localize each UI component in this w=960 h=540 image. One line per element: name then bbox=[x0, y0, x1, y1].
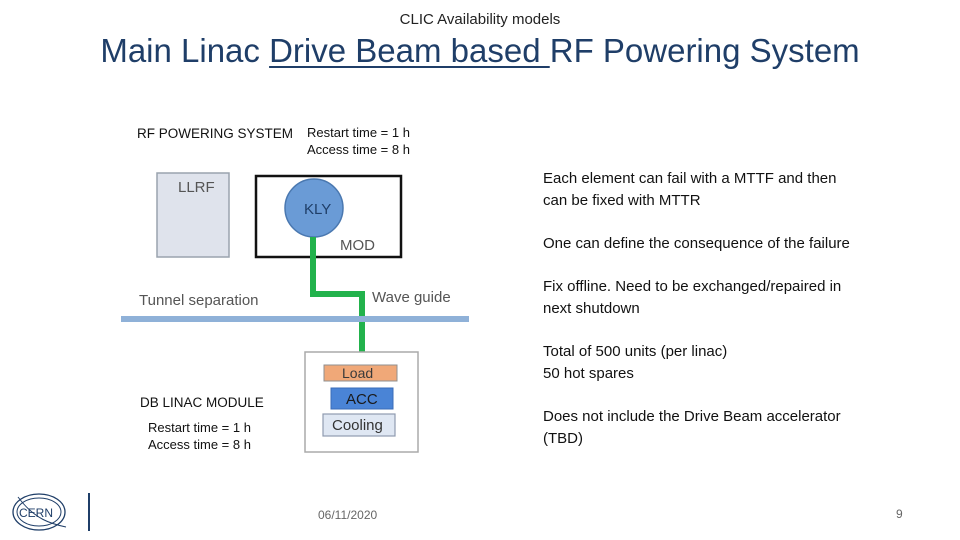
info-para-1-line-2: can be fixed with MTTR bbox=[543, 192, 701, 209]
cern-logo-text: CERN bbox=[19, 506, 53, 520]
info-para-1-line-1: Each element can fail with a MTTF and th… bbox=[543, 170, 837, 187]
db-access-time: Access time = 8 h bbox=[148, 437, 251, 452]
info-para-4-line-1: Total of 500 units (per linac) bbox=[543, 343, 728, 360]
page-title: Main Linac Drive Beam based RF Powering … bbox=[0, 32, 960, 70]
info-para-4: Total of 500 units (per linac) 50 hot sp… bbox=[543, 341, 903, 385]
cooling-label: Cooling bbox=[332, 417, 383, 434]
info-para-5-line-1: Does not include the Drive Beam accelera… bbox=[543, 408, 841, 425]
mod-label: MOD bbox=[340, 237, 375, 254]
info-para-5-line-2: (TBD) bbox=[543, 430, 583, 447]
load-box bbox=[323, 364, 398, 382]
rf-powering-system-label: RF POWERING SYSTEM bbox=[137, 126, 294, 141]
llrf-box bbox=[156, 172, 230, 258]
title-underlined: Drive Beam based bbox=[269, 32, 550, 69]
cooling-box bbox=[322, 413, 396, 437]
header-small-title: CLIC Availability models bbox=[399, 11, 561, 28]
footer-divider bbox=[88, 493, 90, 531]
info-para-4-line-2: 50 hot spares bbox=[543, 365, 634, 382]
footer-date: 06/11/2020 bbox=[318, 508, 378, 522]
title-part-2: RF Powering System bbox=[549, 32, 860, 69]
wave-guide-label: Wave guide bbox=[372, 289, 451, 306]
cern-logo-icon: CERN bbox=[12, 493, 67, 531]
info-para-1: Each element can fail with a MTTF and th… bbox=[543, 168, 903, 212]
db-linac-module-label: DB LINAC MODULE bbox=[140, 395, 264, 410]
info-para-3-line-2: next shutdown bbox=[543, 300, 640, 317]
title-part-1: Main Linac bbox=[100, 32, 270, 69]
info-para-2-line-1: One can define the consequence of the fa… bbox=[543, 235, 850, 252]
kly-label: KLY bbox=[304, 201, 331, 218]
acc-label: ACC bbox=[346, 391, 378, 408]
info-para-2: One can define the consequence of the fa… bbox=[543, 233, 903, 255]
info-para-5: Does not include the Drive Beam accelera… bbox=[543, 406, 903, 450]
llrf-label: LLRF bbox=[178, 179, 215, 196]
acc-box bbox=[330, 387, 394, 410]
info-para-3: Fix offline. Need to be exchanged/repair… bbox=[543, 276, 903, 320]
rf-access-time: Access time = 8 h bbox=[307, 142, 410, 157]
page-number: 9 bbox=[896, 507, 903, 521]
info-para-3-line-1: Fix offline. Need to be exchanged/repair… bbox=[543, 278, 842, 295]
rf-restart-time: Restart time = 1 h bbox=[307, 125, 410, 140]
load-label: Load bbox=[342, 365, 373, 381]
tunnel-separation-label: Tunnel separation bbox=[139, 292, 259, 309]
db-restart-time: Restart time = 1 h bbox=[148, 420, 251, 435]
wave-guide-line bbox=[310, 237, 365, 356]
